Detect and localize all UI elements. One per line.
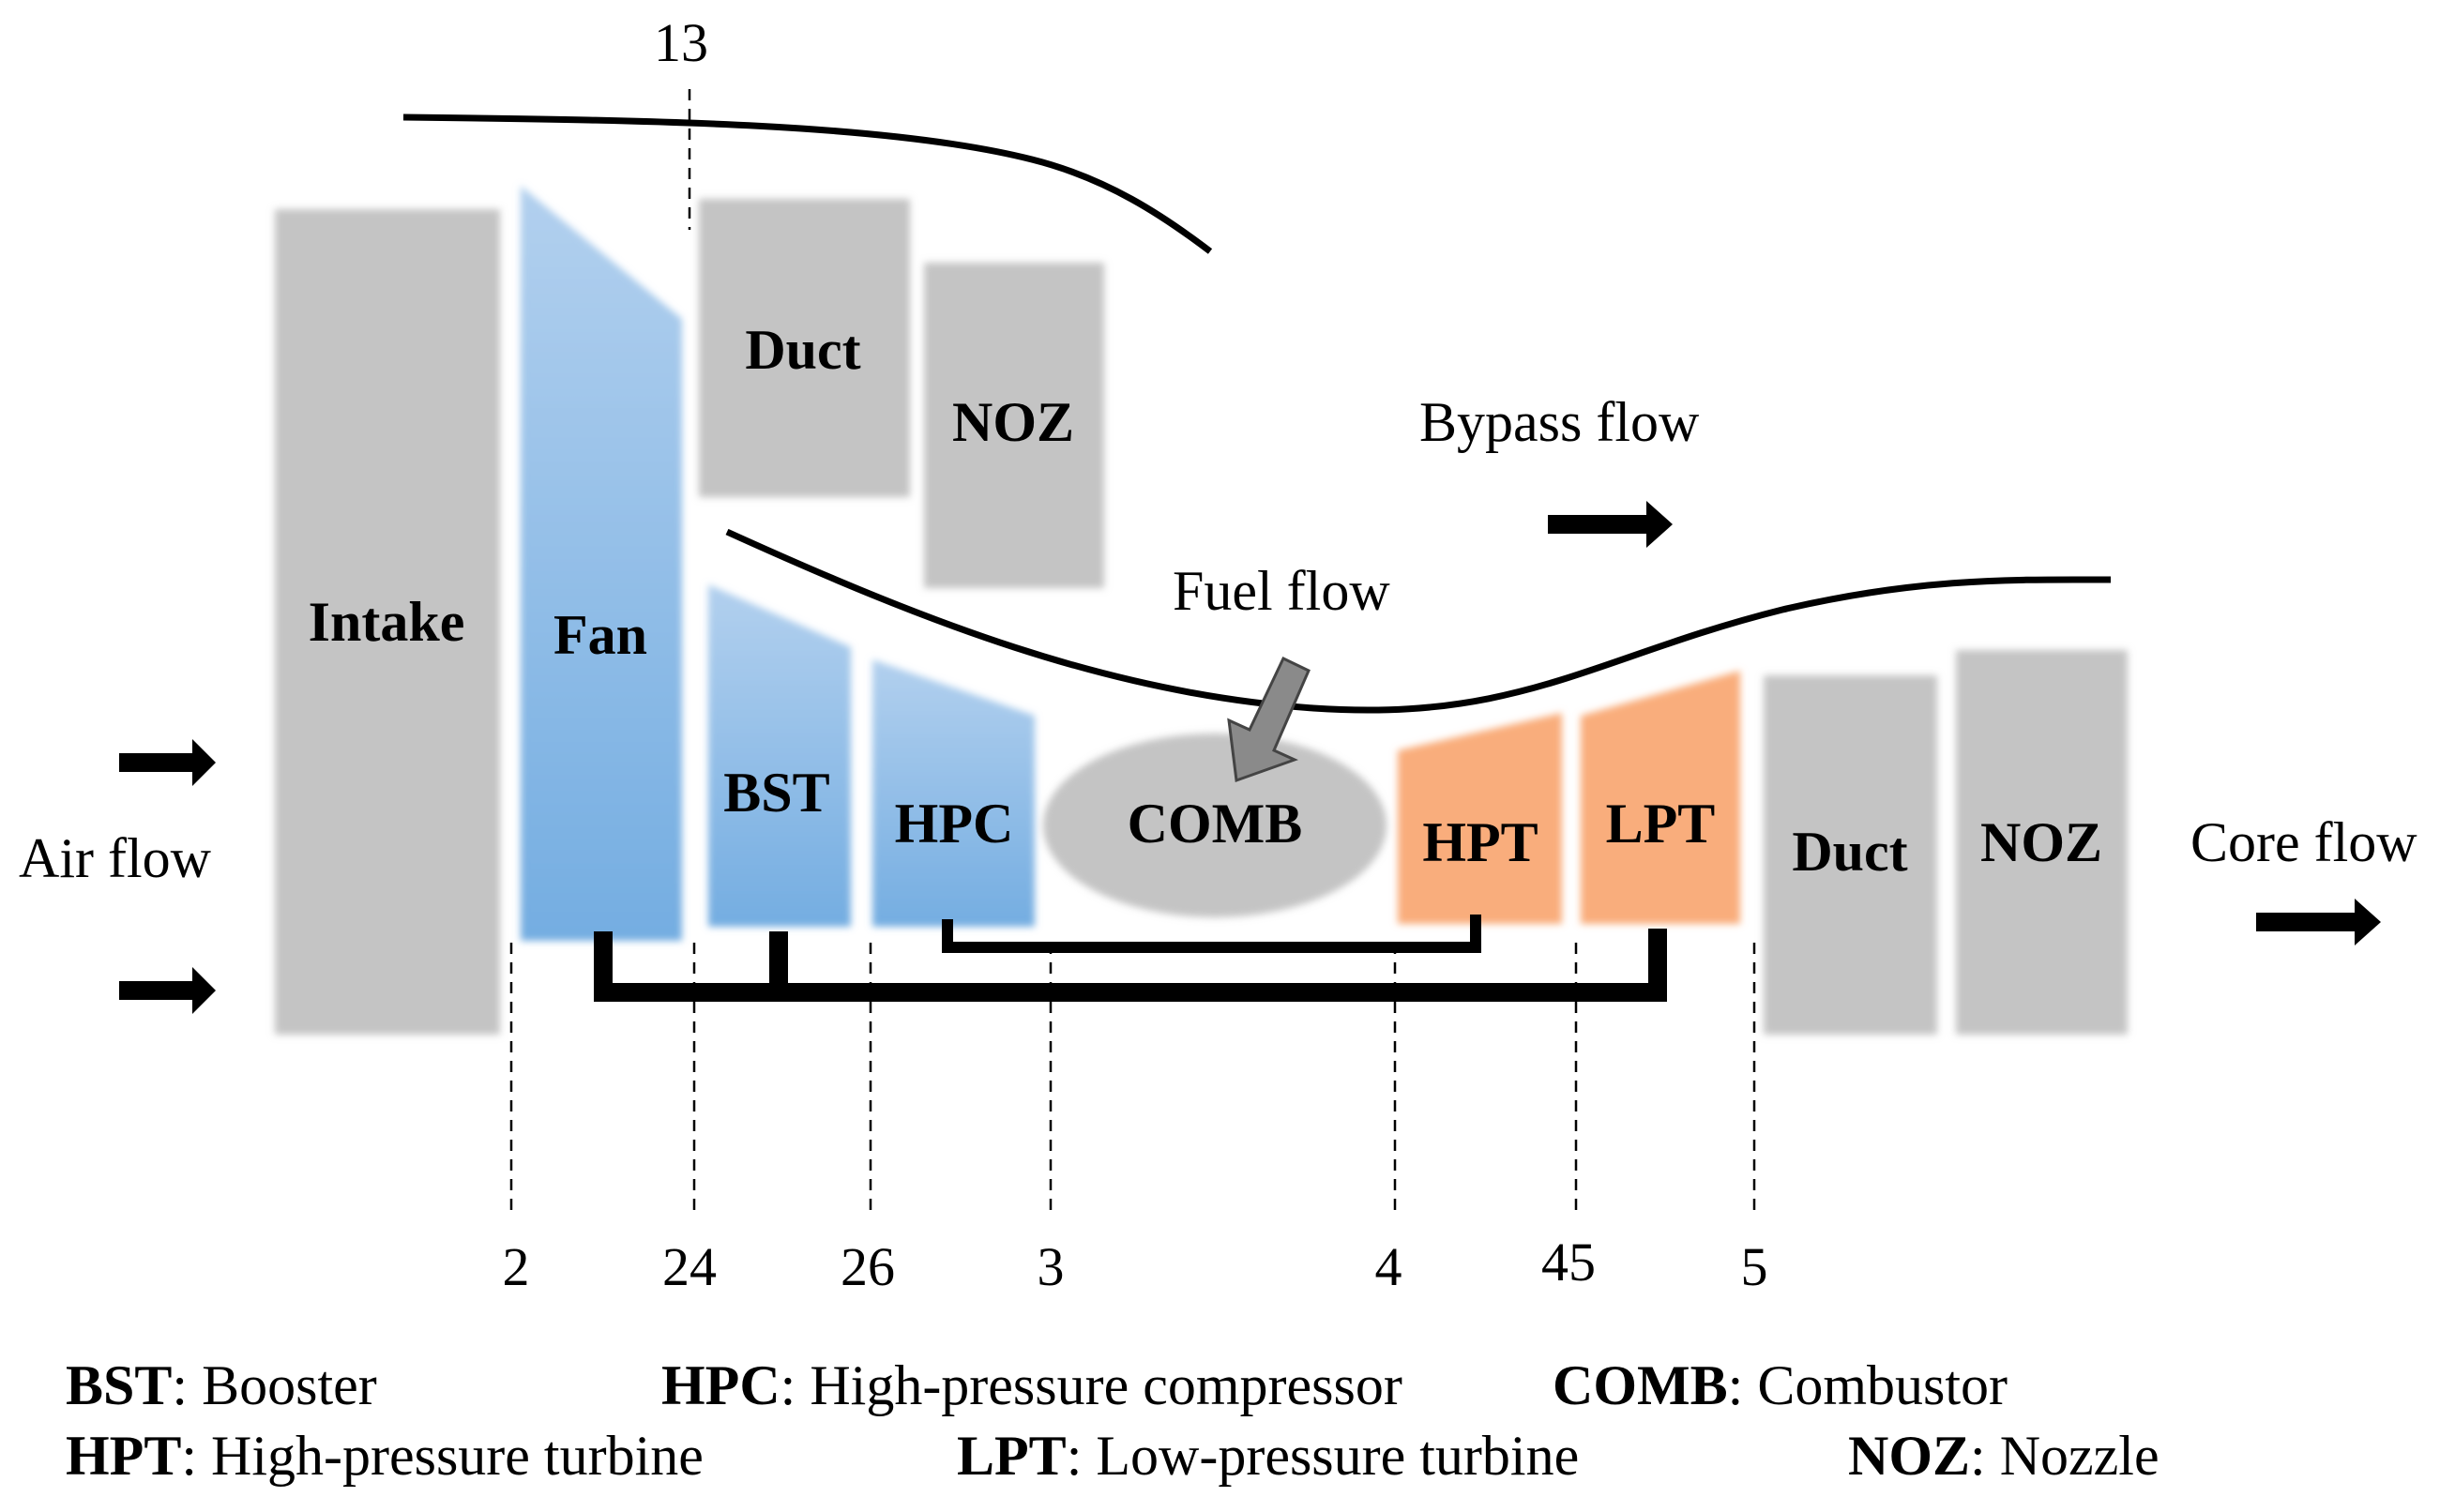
legend-desc: : Combustor bbox=[1728, 1354, 2008, 1416]
outer-casing-line bbox=[402, 113, 1213, 254]
intake-block bbox=[275, 209, 500, 1035]
legend-desc: : Booster bbox=[172, 1354, 376, 1416]
core-casing-line bbox=[725, 528, 2112, 714]
legend-abbr: NOZ bbox=[1848, 1425, 1970, 1487]
booster-block bbox=[708, 584, 851, 927]
bypass-flow-label: Bypass flow bbox=[1419, 391, 1700, 453]
legend-item-lpt: LPT: Low-pressure turbine bbox=[957, 1425, 1579, 1487]
station-13-label: 13 bbox=[654, 12, 708, 73]
station-3-label: 3 bbox=[1038, 1236, 1065, 1297]
legend-item-hpt: HPT: High-pressure turbine bbox=[66, 1425, 704, 1487]
lp-shaft bbox=[594, 929, 1667, 1002]
core-flow-label: Core flow bbox=[2190, 811, 2417, 873]
fuel-flow-label: Fuel flow bbox=[1173, 560, 1390, 622]
legend-desc: : High-pressure turbine bbox=[181, 1425, 704, 1487]
bypass-flow-arrow bbox=[1548, 501, 1673, 548]
lpt-block bbox=[1581, 671, 1740, 924]
fuel-flow-arrow bbox=[1227, 656, 1311, 783]
air-flow-arrows bbox=[119, 739, 216, 1014]
hpc-label: HPC bbox=[895, 793, 1014, 854]
hpt-block bbox=[1398, 713, 1562, 924]
core-nozzle-label: NOZ bbox=[1980, 811, 2102, 873]
core-flow-arrow bbox=[2256, 899, 2381, 945]
core-duct-block bbox=[1764, 675, 1937, 1035]
legend-abbr: LPT bbox=[957, 1425, 1067, 1487]
legend-abbr: COMB bbox=[1553, 1354, 1728, 1416]
legend-desc: : High-pressure compressor bbox=[780, 1354, 1402, 1416]
bypass-duct-block bbox=[699, 199, 910, 497]
station-lines bbox=[509, 89, 1756, 1215]
hp-shaft bbox=[942, 915, 1481, 953]
legend-desc: : Low-pressure turbine bbox=[1067, 1425, 1580, 1487]
air-flow-label: Air flow bbox=[19, 827, 212, 889]
booster-label: BST bbox=[723, 762, 829, 824]
combustor-label: COMB bbox=[1128, 793, 1303, 854]
combustor-block bbox=[1043, 733, 1387, 917]
station-26-label: 26 bbox=[841, 1236, 895, 1297]
hpc-block bbox=[872, 659, 1035, 927]
lpt-label: LPT bbox=[1606, 793, 1716, 854]
fan-block bbox=[521, 186, 682, 941]
legend-item-combustor: COMB: Combustor bbox=[1553, 1354, 2008, 1416]
station-45-label: 45 bbox=[1541, 1232, 1596, 1293]
legend: BST: Booster HPC: High-pressure compress… bbox=[66, 1354, 2159, 1487]
core-nozzle-block bbox=[1956, 650, 2128, 1035]
legend-desc: : Nozzle bbox=[1970, 1425, 2159, 1487]
station-4-label: 4 bbox=[1375, 1236, 1402, 1297]
station-2-label: 2 bbox=[503, 1236, 530, 1297]
legend-abbr: HPT bbox=[66, 1425, 181, 1487]
station-24-label: 24 bbox=[662, 1236, 717, 1297]
core-duct-label: Duct bbox=[1792, 821, 1907, 883]
bypass-nozzle-label: NOZ bbox=[952, 391, 1074, 453]
legend-abbr: HPC bbox=[661, 1354, 780, 1416]
legend-item-hpc: HPC: High-pressure compressor bbox=[661, 1354, 1402, 1416]
intake-label: Intake bbox=[309, 591, 465, 653]
bypass-duct-label: Duct bbox=[745, 319, 860, 381]
hpt-label: HPT bbox=[1422, 811, 1538, 873]
legend-item-booster: BST: Booster bbox=[66, 1354, 377, 1416]
bypass-nozzle-block bbox=[924, 263, 1104, 588]
fan-label: Fan bbox=[553, 604, 647, 666]
legend-item-nozzle: NOZ: Nozzle bbox=[1848, 1425, 2159, 1487]
legend-abbr: BST bbox=[66, 1354, 172, 1416]
station-5-label: 5 bbox=[1741, 1236, 1768, 1297]
